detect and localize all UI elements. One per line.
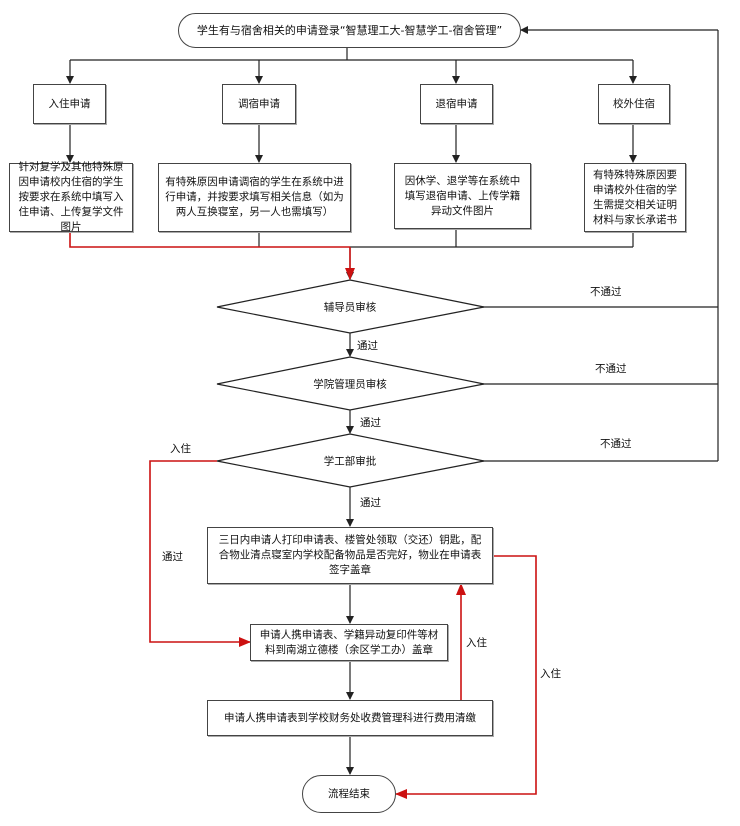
start-terminal: 学生有与宿舍相关的申请登录“智慧理工大-智慧学工-宿舍管理” [178, 13, 521, 48]
review-counselor: 辅导员审核 [323, 301, 377, 314]
decision-college [216, 356, 485, 411]
detail-move-out: 因休学、退学等在系统中填写退宿申请、上传学籍异动文件图片 [394, 163, 531, 229]
move-in-path [69, 231, 537, 799]
type-move-in: 入住申请 [33, 84, 106, 124]
end-terminal: 流程结束 [302, 775, 396, 813]
split-line [70, 47, 633, 61]
fail-label-3: 不通过 [600, 438, 632, 450]
decision-office [216, 433, 485, 488]
type-change-room: 调宿申请 [222, 84, 296, 124]
pass-label-2: 通过 [360, 417, 381, 429]
pass-label-3: 通过 [360, 497, 381, 509]
step-payment: 申请人携申请表到学校财务处收费管理科进行费用清缴 [207, 700, 493, 736]
detail-move-in: 针对复学及其他特殊原因申请校内住宿的学生按要求在系统中填写入住申请、上传复学文件… [9, 161, 133, 233]
detail-change-room: 有特殊原因申请调宿的学生在系统中进行申请，并按要求填写相关信息（如为两人互换寝室… [158, 163, 351, 232]
type-move-out: 退宿申请 [420, 84, 493, 124]
move-in-label-left: 入住 [170, 443, 191, 455]
step-key-inspection: 三日内申请人打印申请表、楼管处领取（交还）钥匙，配合物业清点寝室内学校配备物品是… [207, 527, 493, 584]
detail-off-campus: 有特殊特殊原因要申请校外住宿的学生需提交相关证明材料与家长承诺书 [584, 163, 686, 232]
pass-label-1: 通过 [357, 340, 378, 352]
reject-line [420, 30, 719, 462]
pass-label-left: 通过 [162, 551, 183, 563]
review-office: 学工部审批 [323, 455, 377, 468]
review-college: 学院管理员审核 [313, 378, 387, 391]
move-in-label-mid: 入住 [466, 637, 487, 649]
step-stamp: 申请人携申请表、学籍异动复印件等材料到南湖立德楼（余区学工办）盖章 [250, 624, 448, 661]
fail-label-2: 不通过 [595, 363, 627, 375]
fail-label-1: 不通过 [590, 286, 622, 298]
decision-counselor [216, 279, 485, 334]
move-in-label-right: 入住 [540, 668, 561, 680]
type-off-campus: 校外住宿 [598, 84, 670, 124]
